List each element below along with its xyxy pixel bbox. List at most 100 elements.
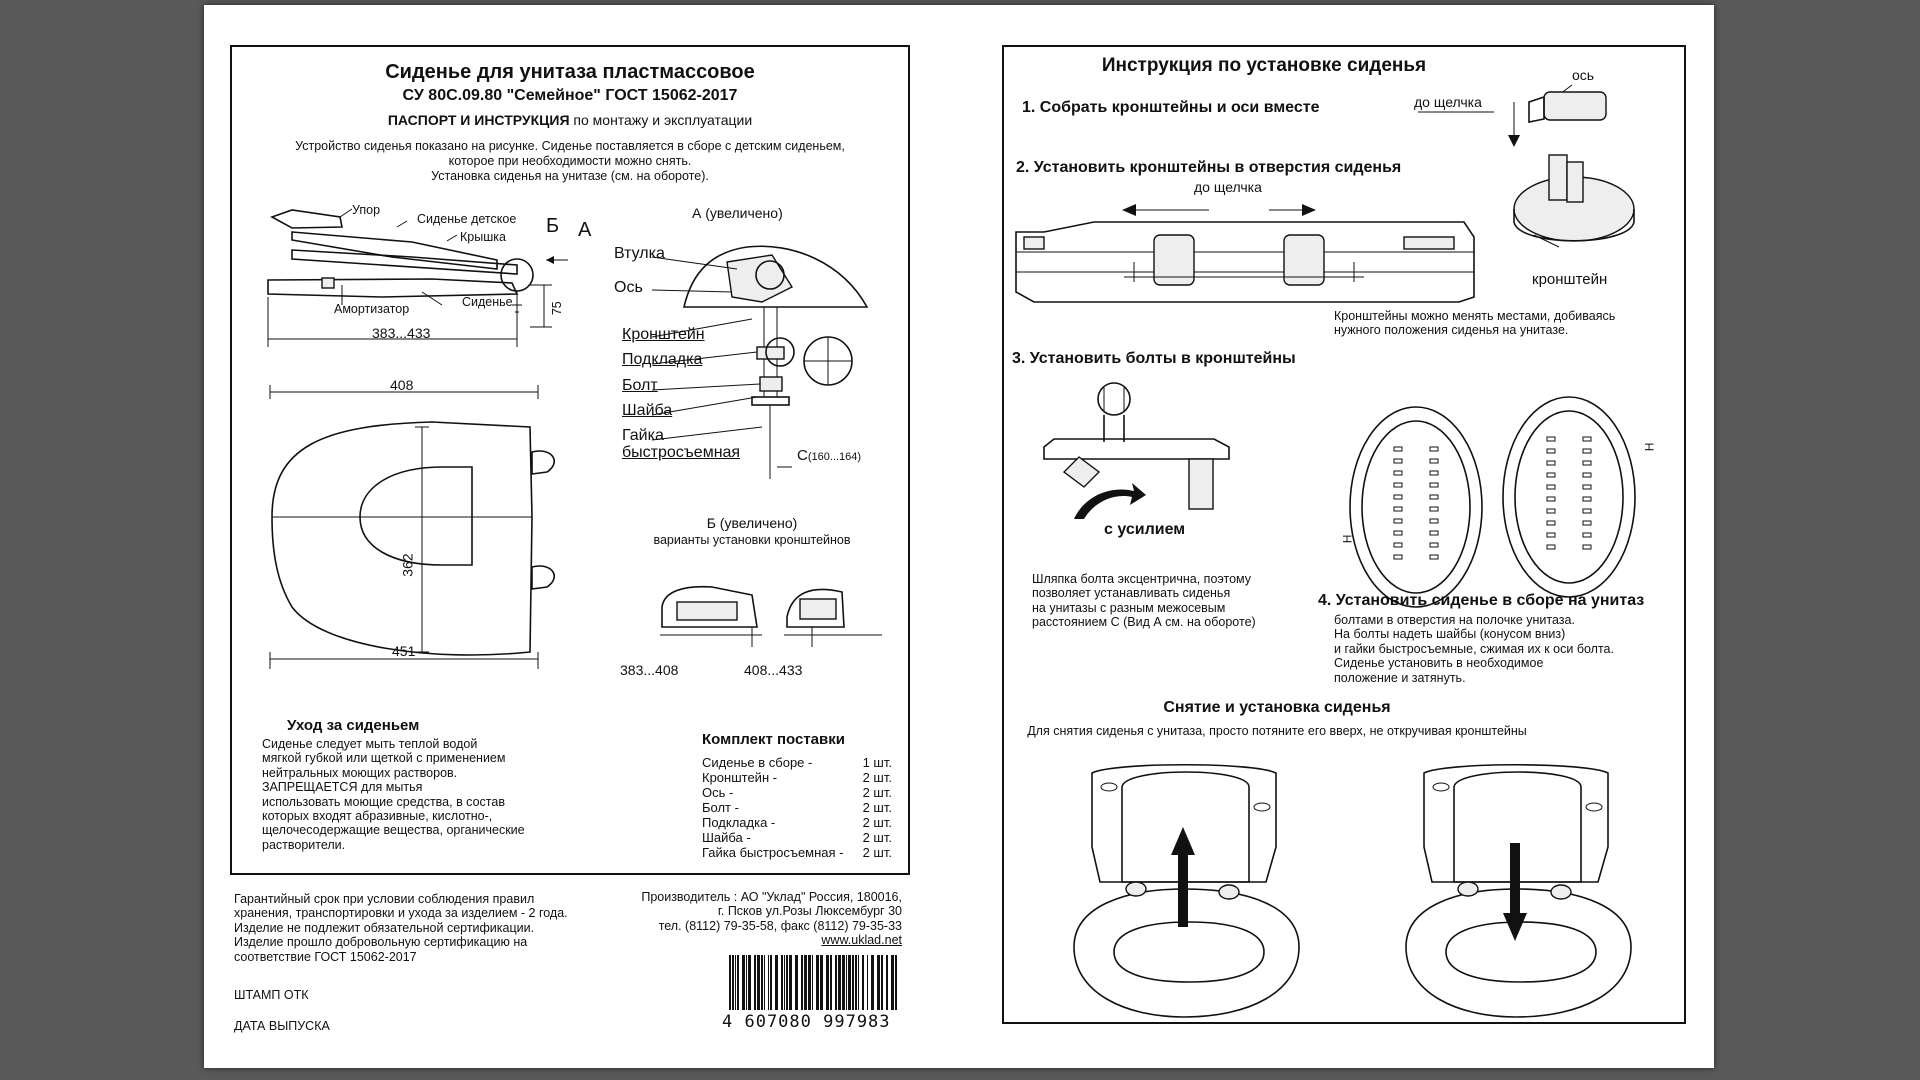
click-label-2: до щелчка — [1194, 179, 1262, 195]
detail-b-caption: варианты установки кронштейнов — [653, 533, 851, 547]
bracket-label: кронштейн — [1532, 271, 1608, 288]
product-title: Сиденье для унитаза пластмассовое — [385, 61, 755, 83]
passport-subtitle: ПАСПОРТ И ИНСТРУКЦИЯ по монтажу и эксплу… — [232, 112, 908, 128]
stamp-label: ШТАМП ОТК — [234, 988, 309, 1002]
manufacturer-line: Производитель : АО "Уклад" Россия, 18001… — [641, 890, 902, 904]
kit-item-qty: 2 шт. — [862, 800, 892, 815]
warranty-line: Изделие прошло добровольную сертификацию… — [234, 935, 528, 950]
seat-slot — [1429, 506, 1439, 512]
seat-slot — [1582, 472, 1592, 478]
care-text: Сиденье следует мыть теплой водой мягкой… — [262, 737, 525, 852]
barcode-bar — [764, 955, 765, 1010]
step-3: 3. Установить болты в кронштейны — [1012, 350, 1296, 367]
care-line: которых входят абразивные, кислотно-, — [262, 808, 493, 823]
kit-item: Сиденье в сборе -1 шт. — [702, 755, 892, 770]
barcode-bar — [830, 955, 832, 1010]
oval-slots — [1393, 436, 1592, 560]
seat-slot — [1546, 520, 1556, 526]
seat-slot — [1582, 520, 1592, 526]
seat-slot — [1393, 494, 1403, 500]
date-label: ДАТА ВЫПУСКА — [234, 1019, 330, 1033]
warranty-line: хранения, транспортировки и ухода за изд… — [234, 906, 568, 921]
step3-drawing — [1043, 382, 1636, 608]
kit-item-qty: 2 шт. — [862, 785, 892, 800]
seat-slot — [1582, 532, 1592, 538]
step1-drawing — [1418, 84, 1635, 248]
care-line: использовать моющие средства, в состав — [262, 794, 505, 809]
detail-a-c: C(160...164) — [797, 447, 861, 465]
barcode-bar — [855, 955, 857, 1010]
seat-slot — [1429, 518, 1439, 524]
barcode-bar — [770, 955, 772, 1010]
force-label: с усилием — [1104, 521, 1186, 538]
seat-slot — [1393, 506, 1403, 512]
barcode-bar — [781, 955, 783, 1010]
instruction-title: Инструкция по установке сиденья — [1101, 55, 1427, 76]
barcode-bar — [804, 955, 807, 1010]
kit-item: Гайка быстросъемная -2 шт. — [702, 845, 892, 860]
website-link[interactable]: www.uklad.net — [821, 933, 902, 948]
manufacturer-text: Производитель : АО "Уклад" Россия, 18001… — [604, 890, 902, 948]
seat-slot — [1582, 448, 1592, 454]
seat-slot — [1393, 554, 1403, 560]
eccentric-note-line: расстоянием С (Вид А см. на обороте) — [1032, 615, 1256, 630]
warranty-line: соответствие ГОСТ 15062-2017 — [234, 949, 417, 964]
step4-line: Сиденье установить в необходимое — [1334, 656, 1544, 671]
seat-slot — [1582, 484, 1592, 490]
kit-item: Шайба -2 шт. — [702, 830, 892, 845]
label-b: Б — [546, 215, 560, 237]
seat-slot — [1429, 554, 1439, 560]
step4-line: На болты надеть шайбы (конусом вниз) — [1334, 627, 1566, 642]
seat-slot — [1393, 542, 1403, 548]
seat-slot — [1582, 460, 1592, 466]
warranty-line: Изделие не подлежит обязательной сертифи… — [234, 920, 535, 935]
step4-line: болтами в отверстия на полочке унитаза. — [1334, 613, 1575, 627]
kit-item-name: Гайка быстросъемная - — [702, 845, 844, 860]
care-line: нейтральных моющих растворов. — [262, 765, 458, 780]
manufacturer-line: г. Псков ул.Розы Люксембург 30 — [717, 904, 902, 919]
part-gaika: Гайка — [622, 427, 664, 444]
seat-slot — [1393, 458, 1403, 464]
kit-item-name: Подкладка - — [702, 815, 776, 830]
barcode-bar — [835, 955, 837, 1010]
manufacturer-line: тел. (8112) 79-35-58, факс (8112) 79-35-… — [658, 918, 902, 933]
warranty-text: Гарантийный срок при условии соблюдения … — [234, 892, 568, 964]
eccentric-note-line: позволяет устанавливать сиденья — [1032, 586, 1231, 601]
barcode-bar — [895, 955, 897, 1010]
removal-note: Для снятия сиденья с унитаза, просто пот… — [1027, 724, 1527, 738]
eccentric-note-line: на унитазы с разным межосевым — [1032, 600, 1226, 615]
barcode-bar — [768, 955, 769, 1010]
removal-drawing — [1073, 763, 1632, 1018]
barcode-bar — [732, 955, 734, 1010]
barcode-bar — [812, 955, 813, 1010]
kit-item-name: Кронштейн - — [702, 770, 778, 785]
intro-line-2: которое при необходимости можно снять. — [448, 154, 692, 168]
barcode-bar — [795, 955, 798, 1010]
barcode-bar — [881, 955, 883, 1010]
document-sheet: Сиденье для унитаза пластмассовое СУ 80С… — [204, 5, 1714, 1068]
kit-item: Ось -2 шт. — [702, 785, 892, 800]
label-a: А — [578, 219, 592, 241]
barcode-bar — [886, 955, 888, 1010]
axis-label: ось — [1572, 67, 1595, 83]
part-kronshtein: Кронштейн — [622, 326, 705, 343]
kit-item-qty: 2 шт. — [862, 815, 892, 830]
barcode-bar — [867, 955, 868, 1010]
seat-slot — [1429, 482, 1439, 488]
step4-line: и гайки быстросъемные, сжимая их к оси б… — [1334, 641, 1614, 656]
care-line: ЗАПРЕЩАЕТСЯ для мытья — [262, 780, 423, 795]
barcode-bar — [735, 955, 736, 1010]
seat-slot — [1546, 508, 1556, 514]
kit-item-qty: 1 шт. — [862, 755, 892, 770]
barcode-bar — [838, 955, 841, 1010]
detail-b-dim1: 383...408 — [620, 662, 679, 678]
seat-slot — [1429, 494, 1439, 500]
barcode-bar — [877, 955, 880, 1010]
label-shock: Амортизатор — [334, 302, 410, 316]
barcode-bar — [746, 955, 747, 1010]
barcode-bar — [848, 955, 851, 1010]
barcode-bar — [789, 955, 792, 1010]
seat-slot — [1582, 496, 1592, 502]
barcode-bar — [737, 955, 739, 1010]
seat-slot — [1393, 470, 1403, 476]
